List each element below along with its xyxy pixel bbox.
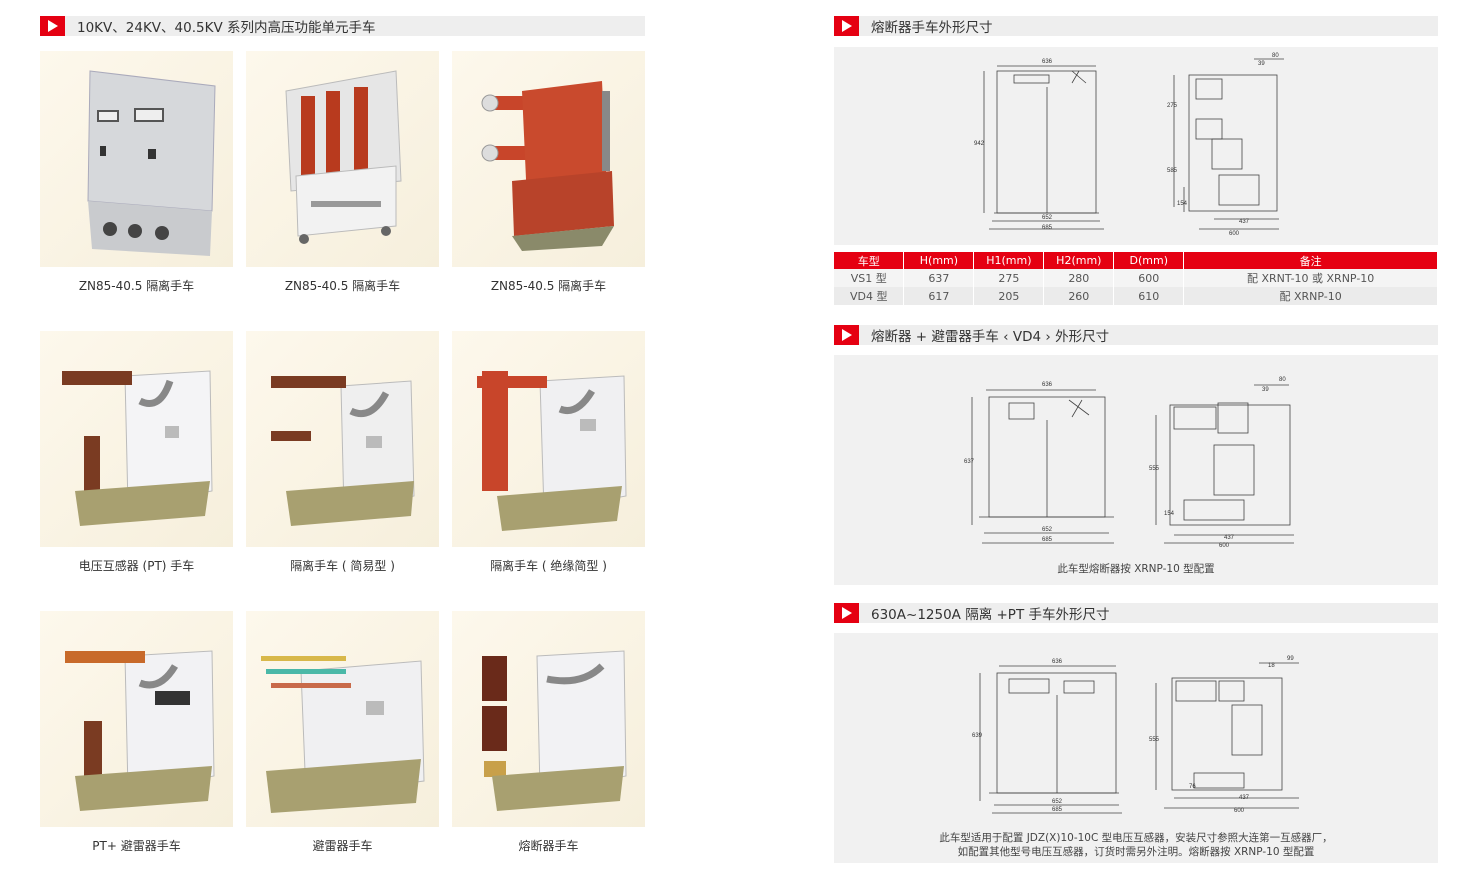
s1-dim-height: 942 <box>974 141 985 147</box>
s3-dim-side-top-b: 99 <box>1287 656 1294 662</box>
section2-drawing-panel: 636 652 685 637 39 80 555 154 437 600 此车… <box>834 355 1438 585</box>
product-photo-4 <box>40 331 233 547</box>
table-header-cell: H(mm) <box>903 252 975 269</box>
product-photo-3 <box>452 51 645 267</box>
section3-drawing-panel: 636 652 685 639 18 99 555 76 437 600 此车型… <box>834 633 1438 863</box>
table-header-row: 车型 H(mm) H1(mm) H2(mm) D(mm) 备注 <box>834 252 1438 269</box>
play-arrow-icon <box>834 325 859 345</box>
table-cell: 配 XRNT-10 或 XRNP-10 <box>1183 269 1438 287</box>
table-header-cell: H1(mm) <box>973 252 1045 269</box>
table-row: VS1 型 637 275 280 600 配 XRNT-10 或 XRNP-1… <box>834 269 1438 287</box>
s2-dim-side-d1: 437 <box>1224 535 1235 541</box>
s2-dim-height: 637 <box>964 459 975 465</box>
s3-dim-side-top-a: 18 <box>1268 663 1275 669</box>
product-caption-8: 避雷器手车 <box>312 839 373 853</box>
product-caption-5: 隔离手车 ( 简易型 ) <box>290 559 395 573</box>
play-arrow-icon <box>40 16 65 36</box>
table-header-cell: 车型 <box>834 252 905 269</box>
s1-dim-width-inner: 652 <box>1042 215 1053 221</box>
s2-dim-width-top: 636 <box>1042 382 1053 388</box>
s1-dim-width-top: 636 <box>1042 59 1053 65</box>
s3-dim-width-inner: 652 <box>1052 799 1063 805</box>
left-section-title: 10KV、24KV、40.5KV 系列内高压功能单元手车 <box>77 20 376 36</box>
dimension-table: 车型 H(mm) H1(mm) H2(mm) D(mm) 备注 VS1 型 63… <box>834 252 1438 305</box>
s3-dim-width-top: 636 <box>1052 659 1063 665</box>
s2-dim-width-inner: 652 <box>1042 527 1053 533</box>
s1-dim-side-d2: 600 <box>1229 231 1240 237</box>
section1-header: 熔断器手车外形尺寸 <box>834 16 1438 36</box>
table-cell: 260 <box>1043 287 1115 305</box>
s2-dim-side-h: 555 <box>1149 466 1160 472</box>
section3-note-line2: 如配置其他型号电压互感器，订货时需另外注明。熔断器按 XRNP-10 型配置 <box>957 846 1315 858</box>
s3-dim-side-h: 555 <box>1149 737 1160 743</box>
product-photo-2 <box>246 51 439 267</box>
product-caption-1: ZN85-40.5 隔离手车 <box>78 279 195 293</box>
s2-dim-side-h3: 154 <box>1164 511 1175 517</box>
section2-title: 熔断器 + 避雷器手车 ‹ VD4 › 外形尺寸 <box>871 329 1110 345</box>
play-arrow-icon <box>834 16 859 36</box>
play-arrow-icon <box>834 603 859 623</box>
s2-dim-width-outer: 685 <box>1042 537 1053 543</box>
product-photo-8 <box>246 611 439 827</box>
s2-dim-side-top-b: 80 <box>1279 377 1286 383</box>
product-caption-9: 熔断器手车 <box>518 839 579 853</box>
section1-title: 熔断器手车外形尺寸 <box>871 20 993 36</box>
s3-dim-width-outer: 685 <box>1052 807 1063 813</box>
s3-dim-side-d2: 600 <box>1234 808 1245 814</box>
product-caption-3: ZN85-40.5 隔离手车 <box>490 279 607 293</box>
s2-dim-side-d2: 600 <box>1219 543 1230 549</box>
s3-dim-height: 639 <box>972 733 983 739</box>
section2-header: 熔断器 + 避雷器手车 ‹ VD4 › 外形尺寸 <box>834 325 1438 345</box>
s1-dim-side-h1: 275 <box>1167 103 1178 109</box>
table-cell: 610 <box>1113 287 1185 305</box>
table-header-cell: H2(mm) <box>1043 252 1115 269</box>
table-cell: 617 <box>903 287 975 305</box>
s3-dim-side-d1: 437 <box>1239 795 1250 801</box>
table-cell: VS1 型 <box>834 269 905 287</box>
table-cell: 275 <box>973 269 1045 287</box>
product-caption-4: 电压互感器 (PT) 手车 <box>78 559 195 573</box>
section2-note: 此车型熔断器按 XRNP-10 型配置 <box>1057 563 1215 575</box>
table-header-cell: 备注 <box>1183 252 1438 269</box>
s1-dim-side-h3: 154 <box>1177 201 1188 207</box>
s1-dim-side-h2: 585 <box>1167 168 1178 174</box>
s1-dim-width-outer: 685 <box>1042 225 1053 231</box>
table-row: VD4 型 617 205 260 610 配 XRNP-10 <box>834 287 1438 305</box>
table-cell: 600 <box>1113 269 1185 287</box>
table-cell: 配 XRNP-10 <box>1183 287 1438 305</box>
product-photo-6 <box>452 331 645 547</box>
product-photo-5 <box>246 331 439 547</box>
product-photo-9 <box>452 611 645 827</box>
table-header-cell: D(mm) <box>1113 252 1185 269</box>
table-cell: VD4 型 <box>834 287 905 305</box>
s1-dim-side-top-a: 39 <box>1258 61 1265 67</box>
section3-note-line1: 此车型适用于配置 JDZ(X)10-10C 型电压互感器，安装尺寸参照大连第一互… <box>939 832 1333 844</box>
product-caption-2: ZN85-40.5 隔离手车 <box>284 279 401 293</box>
s1-dim-side-top-b: 80 <box>1272 53 1279 59</box>
product-photo-1 <box>40 51 233 267</box>
section1-drawing-panel: 636 652 685 942 39 80 275 585 154 437 60… <box>834 47 1438 245</box>
product-caption-7: PT+ 避雷器手车 <box>92 839 181 853</box>
s3-dim-side-h3: 76 <box>1189 784 1196 790</box>
left-section-header: 10KV、24KV、40.5KV 系列内高压功能单元手车 <box>40 16 645 36</box>
table-cell: 637 <box>903 269 975 287</box>
s2-dim-side-top-a: 39 <box>1262 387 1269 393</box>
table-cell: 280 <box>1043 269 1115 287</box>
section3-title: 630A~1250A 隔离 +PT 手车外形尺寸 <box>871 607 1110 623</box>
s1-dim-side-d1: 437 <box>1239 219 1250 225</box>
section3-header: 630A~1250A 隔离 +PT 手车外形尺寸 <box>834 603 1438 623</box>
product-caption-6: 隔离手车 ( 绝缘简型 ) <box>490 559 607 573</box>
product-photo-7 <box>40 611 233 827</box>
table-cell: 205 <box>973 287 1045 305</box>
